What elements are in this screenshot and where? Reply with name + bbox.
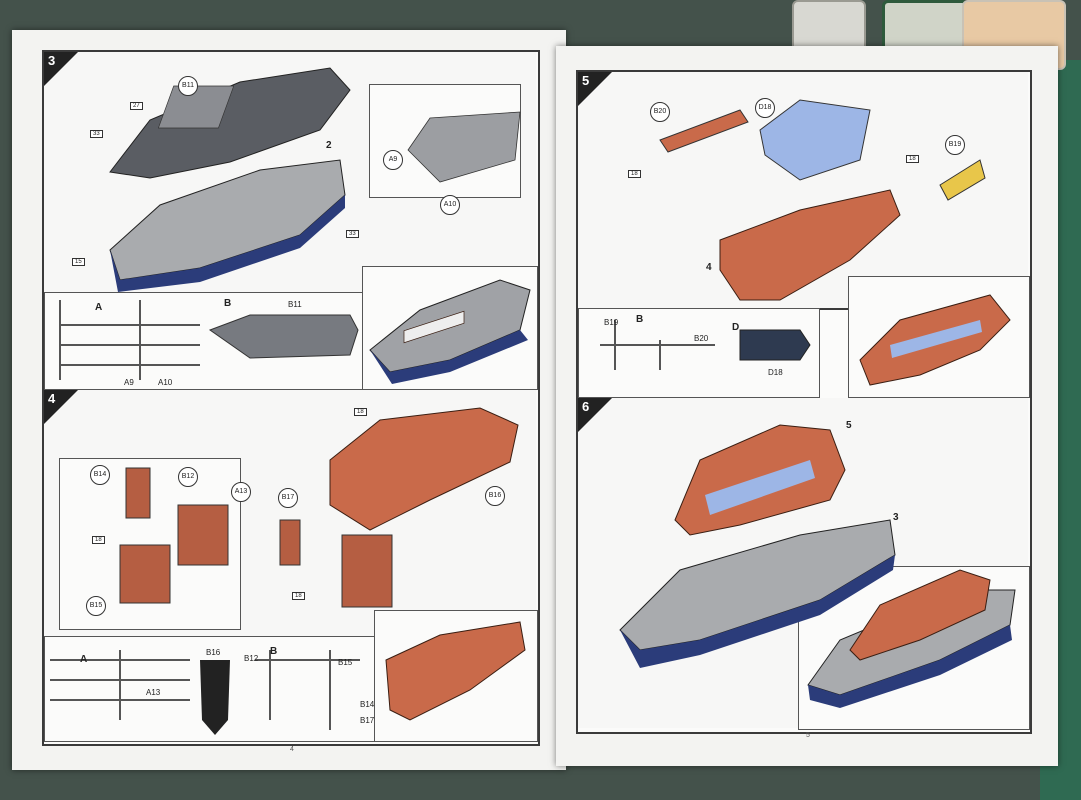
step4-hull-b16: [200, 660, 230, 735]
callout-b16: B16: [485, 486, 505, 506]
callout-18-d: 18: [628, 170, 641, 178]
sprue-part-b19: B19: [604, 318, 619, 327]
sprue-part-b15: B15: [338, 658, 353, 667]
step6-cabin-windows: [705, 460, 815, 515]
step3-deck-part: [109, 67, 351, 179]
step4-sprue-b: [255, 650, 360, 730]
left-page-number: 4: [290, 746, 294, 753]
sprue-part-a10: A10: [158, 378, 173, 387]
sprue-b-label-4: B: [270, 646, 278, 657]
step-4-number: 4: [48, 391, 56, 406]
callout-b14: B14: [90, 465, 110, 485]
step3-detail-part: [407, 111, 521, 183]
callout-33-right: 33: [346, 230, 359, 238]
step6-preview-bottom: [808, 625, 1012, 708]
sprue-a-label-4: A: [80, 654, 88, 665]
callout-b15: B15: [86, 596, 106, 616]
callout-5: 5: [846, 420, 852, 431]
step-3-tag: [44, 52, 78, 86]
sprue-part-b14: B14: [360, 700, 375, 709]
step-6-number: 6: [582, 399, 590, 414]
step5-sprue-d: [739, 329, 811, 361]
step5-window-d18: [759, 99, 871, 181]
callout-15: 15: [72, 258, 85, 266]
callout-18-c: 18: [354, 408, 367, 416]
right-page-number: 5: [806, 732, 810, 739]
callout-a10: A10: [440, 195, 460, 215]
step5-cabin: [719, 189, 901, 301]
step5-sprue: [600, 320, 715, 370]
step3-preview-bottom: [370, 330, 528, 384]
sprue-part-b16: B16: [206, 648, 221, 657]
step4-seat-b12: [177, 504, 229, 566]
step4-seat-b14: [125, 467, 151, 519]
step-5-number: 5: [582, 73, 590, 88]
sprue-part-b17: B17: [360, 716, 375, 725]
callout-33-left: 33: [90, 130, 103, 138]
step-3-number: 3: [48, 53, 56, 68]
callout-b11: B11: [178, 76, 198, 96]
step4-console: [341, 534, 393, 608]
sprue-part-b20: B20: [694, 334, 709, 343]
step4-seat-b17: [279, 519, 301, 566]
callout-b19: B19: [945, 135, 965, 155]
callout-b17: B17: [278, 488, 298, 508]
callout-a13: A13: [231, 482, 251, 502]
sprue-b-label-3: B: [224, 298, 232, 309]
sprue-b-label-5: B: [636, 314, 644, 325]
callout-4: 4: [706, 262, 712, 273]
step4-seat-b15: [119, 544, 171, 604]
sprue-part-a13: A13: [146, 688, 161, 697]
callout-b12: B12: [178, 467, 198, 487]
sprue-d-label: D: [732, 322, 740, 333]
step4-preview-cabin: [385, 621, 526, 721]
sprue-part-b11: B11: [288, 300, 302, 309]
callout-b20: B20: [650, 102, 670, 122]
step3-deck-seats: [157, 85, 235, 129]
sprue-part-a9: A9: [124, 378, 134, 387]
callout-18-a: 18: [92, 536, 105, 544]
sprue-part-d18: D18: [768, 368, 783, 377]
step-4-tag: [44, 390, 78, 424]
step6-hull: [620, 555, 895, 668]
step5-preview-windows: [890, 320, 982, 358]
callout-3: 3: [893, 512, 899, 523]
sprue-a-label-3: A: [95, 302, 103, 313]
step3-deck-preview-b11: [208, 314, 359, 359]
step5-part-b20: [659, 109, 749, 153]
step4-sprue: [50, 650, 190, 720]
step3-sprue: [59, 300, 200, 380]
callout-2: 2: [326, 140, 332, 151]
sprue-part-b12: B12: [244, 654, 259, 663]
step4-cabin-shell: [329, 407, 519, 531]
callout-d18: D18: [755, 98, 775, 118]
callout-18-b: 18: [292, 592, 305, 600]
callout-27: 27: [130, 102, 143, 110]
step5-part-b19: [939, 159, 986, 201]
step6-preview-cabin: [849, 569, 991, 661]
callout-18-e: 18: [906, 155, 919, 163]
step3-hull-bottom: [110, 195, 345, 292]
callout-a9: A9: [383, 150, 403, 170]
step4-cabin-windows: [403, 310, 465, 344]
step-5-tag: [578, 72, 612, 106]
step-6-tag: [578, 398, 612, 432]
